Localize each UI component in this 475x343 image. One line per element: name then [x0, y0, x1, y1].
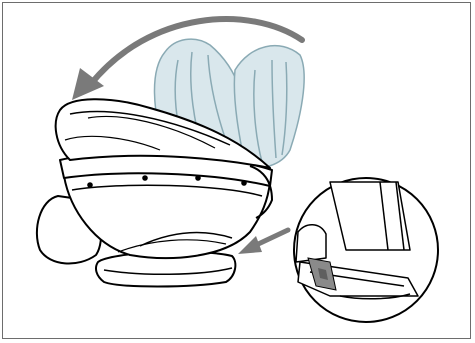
detail-magnifier-icon: [294, 178, 438, 322]
